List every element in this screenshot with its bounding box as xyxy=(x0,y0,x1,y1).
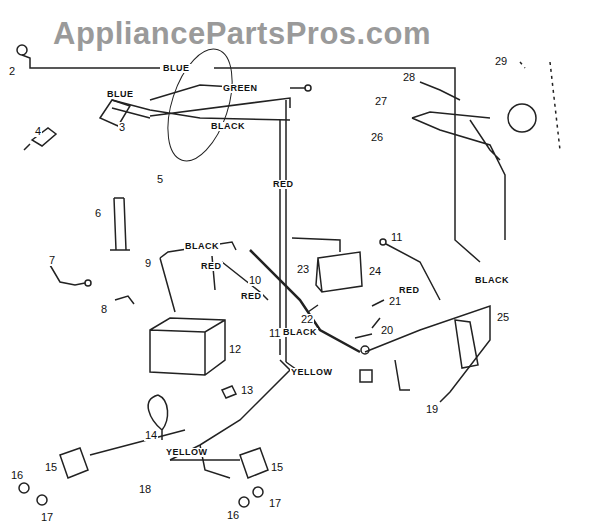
green-wire-end xyxy=(290,87,305,89)
watermark: AppliancePartsPros.com xyxy=(52,18,432,49)
callout-number: 7 xyxy=(48,255,56,266)
nut xyxy=(253,487,263,497)
callout-number: 15 xyxy=(270,462,284,473)
wire xyxy=(420,82,460,100)
callout-number: 16 xyxy=(226,510,240,521)
callout-number: 10 xyxy=(248,275,262,286)
callout-number: 3 xyxy=(118,122,126,133)
callout-number: 29 xyxy=(494,56,508,67)
red-wire xyxy=(386,244,440,300)
callout-number: 26 xyxy=(370,132,384,143)
callout-number: 21 xyxy=(388,296,402,307)
battery xyxy=(150,318,225,375)
lower-harness xyxy=(170,360,300,460)
wire-color: RED xyxy=(398,286,421,295)
terminal xyxy=(85,280,91,286)
washer xyxy=(239,497,249,507)
solenoid xyxy=(316,252,362,292)
wire-color: YELLOW xyxy=(290,368,334,377)
callout-number: 17 xyxy=(40,512,54,523)
callout-number: 17 xyxy=(268,498,282,509)
callout-number: 4 xyxy=(34,126,42,137)
blue-wire xyxy=(22,55,480,262)
hardware xyxy=(360,360,410,390)
wire-color: YELLOW xyxy=(165,448,209,457)
wire-color: RED xyxy=(272,180,295,189)
solenoid-wire xyxy=(292,238,340,252)
callout-number: 24 xyxy=(368,266,382,277)
callout-number: 14 xyxy=(144,430,158,441)
panel-ring xyxy=(155,41,244,169)
callout-number: 8 xyxy=(100,304,108,315)
wire-color: BLACK xyxy=(282,328,318,337)
battery-strap xyxy=(110,198,130,250)
washer xyxy=(19,483,29,493)
seat-switch xyxy=(455,320,478,368)
cable xyxy=(50,265,85,285)
callout-number: 25 xyxy=(496,312,510,323)
nut xyxy=(37,495,47,505)
harness-wires xyxy=(412,112,505,240)
bolt xyxy=(115,296,134,304)
callout-number: 22 xyxy=(300,314,314,325)
callout-number: 15 xyxy=(44,462,58,473)
wire-color: BLUE xyxy=(106,90,135,99)
callout-number: 9 xyxy=(144,258,152,269)
callout-number: 11 xyxy=(268,328,281,339)
wire-color: RED xyxy=(240,292,263,301)
wire-color: BLACK xyxy=(210,122,246,131)
terminal xyxy=(305,85,311,91)
wire-color: BLACK xyxy=(184,242,220,251)
callout-number: 16 xyxy=(10,470,24,481)
callout-number: 2 xyxy=(8,66,16,77)
callout-number: 12 xyxy=(228,344,242,355)
wire-color: RED xyxy=(200,262,223,271)
callout-number: 13 xyxy=(240,385,254,396)
black-wire xyxy=(365,306,490,402)
hardware xyxy=(308,300,384,338)
wire-color: GREEN xyxy=(222,84,259,93)
callout-number: 20 xyxy=(380,325,394,336)
wire-color: BLACK xyxy=(474,276,510,285)
switch-nut xyxy=(17,45,27,55)
callout-number: 18 xyxy=(138,484,152,495)
callout-number: 5 xyxy=(156,174,164,185)
callout-number: 11 xyxy=(390,232,403,243)
nut xyxy=(222,386,236,398)
callout-number: 19 xyxy=(425,404,439,415)
terminal xyxy=(361,346,369,354)
terminal xyxy=(380,239,386,245)
callout-number: 28 xyxy=(402,72,416,83)
module xyxy=(508,104,536,132)
wire-color: BLUE xyxy=(162,64,191,73)
harness-wires xyxy=(112,85,290,120)
black-cable xyxy=(160,242,236,312)
red-yellow-wires xyxy=(280,100,286,362)
callout-number: 6 xyxy=(94,208,102,219)
black-cable-heavy xyxy=(250,250,360,352)
connector-strip xyxy=(520,62,560,150)
callout-number: 27 xyxy=(374,96,388,107)
callout-number: 23 xyxy=(296,264,310,275)
